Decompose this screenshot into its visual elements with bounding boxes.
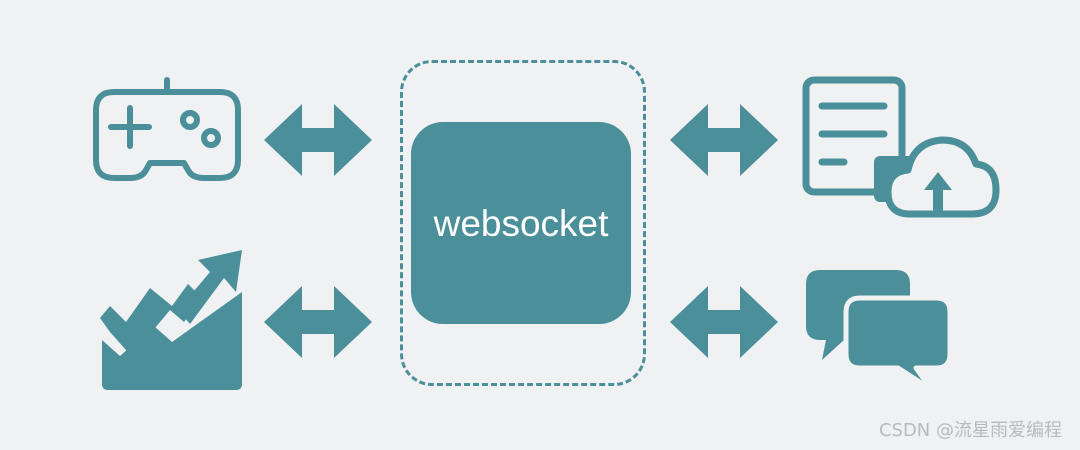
double-arrow-icon [670, 104, 778, 176]
watermark-text: CSDN @流星雨爱编程 [878, 420, 1062, 441]
rising-chart-icon [100, 250, 242, 390]
gamepad-icon [93, 77, 241, 181]
hub-dashed-frame [400, 60, 646, 386]
double-arrow-icon [670, 286, 778, 358]
websocket-node: websocket [411, 122, 631, 324]
double-arrow-icon [264, 104, 372, 176]
double-arrow-icon [264, 286, 372, 358]
websocket-label: websocket [433, 203, 609, 244]
chat-bubbles-icon [806, 270, 953, 393]
document-cloud-upload-icon [802, 76, 1000, 218]
